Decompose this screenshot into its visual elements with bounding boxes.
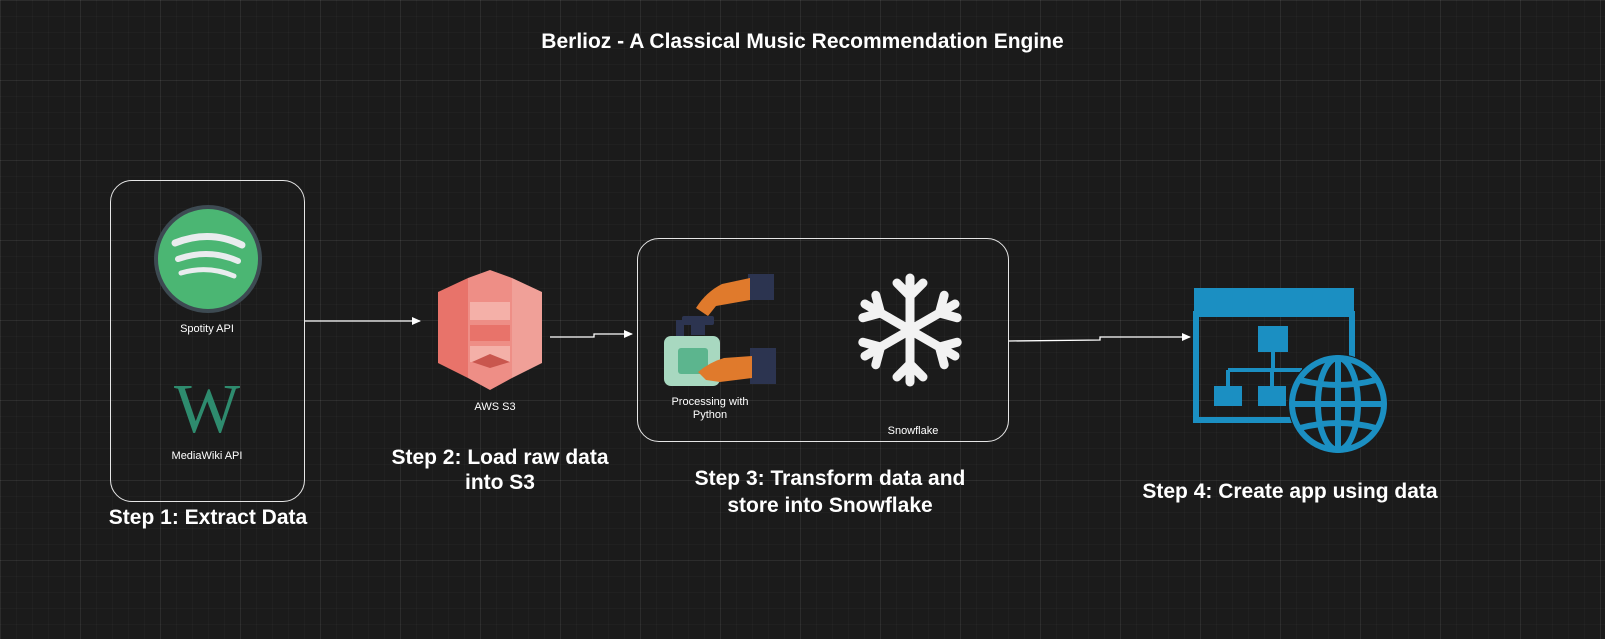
step3-label-line1: Step 3: Transform data and [694,467,966,490]
step1-label: Step 1: Extract Data [108,506,308,529]
arrow-transform-to-app [1008,333,1191,342]
extract-group [110,180,305,502]
aws-s3-icon [438,270,542,390]
processing-hands-icon [664,274,776,386]
step3-label-line2: store into Snowflake [727,494,933,517]
step2-label-line1: Step 2: Load raw data [391,446,609,469]
snowflake-icon [858,273,962,387]
python-label-line2: Python [692,409,728,421]
step4-label: Step 4: Create app using data [1142,480,1438,503]
diagram-title: Berlioz - A Classical Music Recommendati… [541,30,1064,53]
s3-label: AWS S3 [474,401,516,413]
spotify-label: Spotity API [180,323,234,335]
transform-group [637,238,1009,442]
step2-label-line2: into S3 [464,471,535,494]
snowflake-label: Snowflake [887,425,939,437]
python-label-line1: Processing with [671,396,749,408]
wikipedia-icon: W [173,371,241,448]
web-app-icon [1193,288,1388,454]
mediawiki-label: MediaWiki API [171,450,243,462]
arrow-s3-to-transform [550,330,633,338]
spotify-icon [154,205,262,313]
